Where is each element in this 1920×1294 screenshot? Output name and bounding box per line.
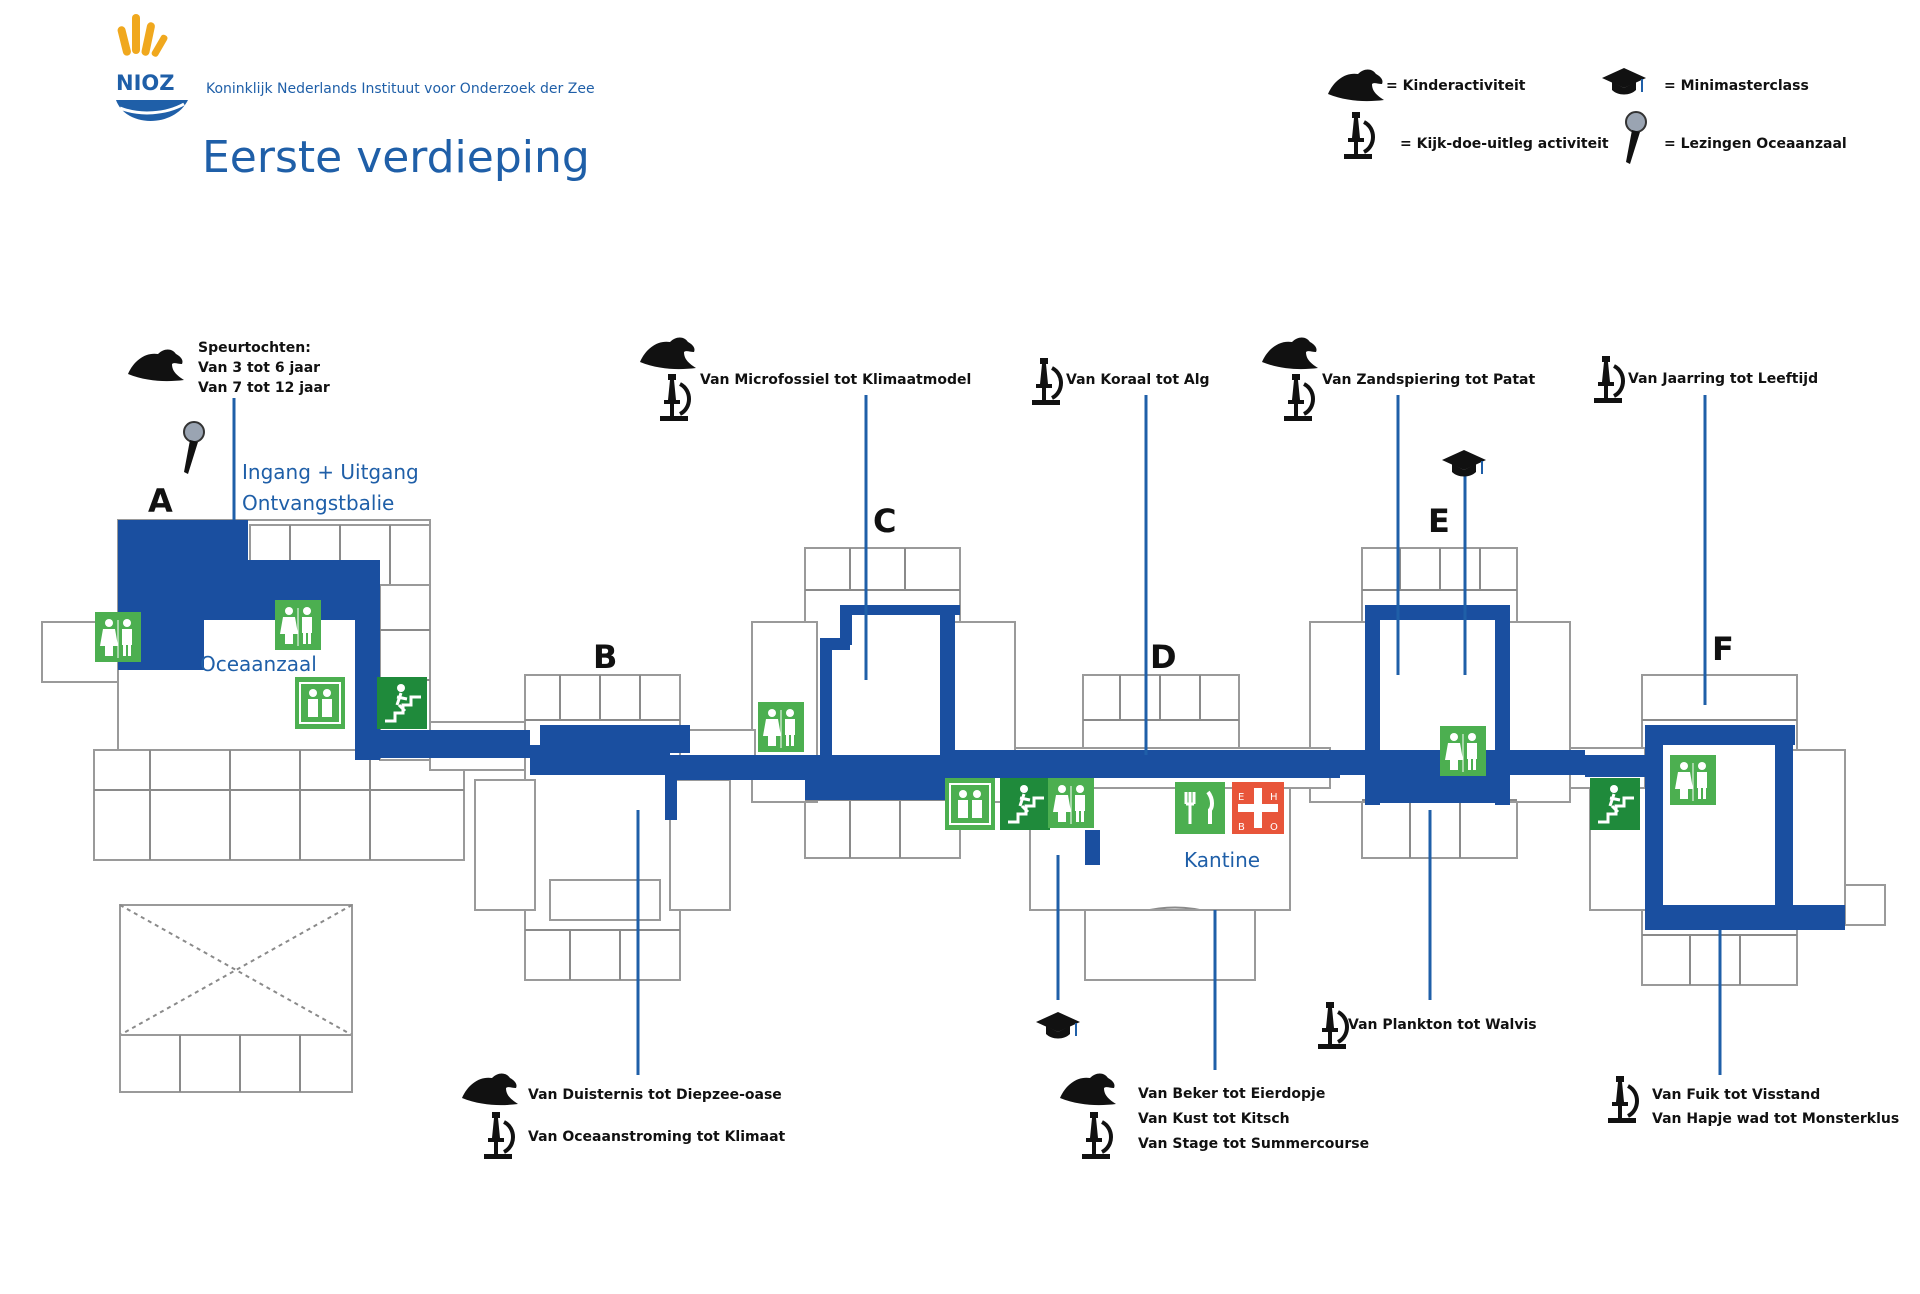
elevator-icon <box>944 777 996 831</box>
activity-text: Van Beker tot Eierdopje <box>1138 1086 1325 1102</box>
kantine-label: Kantine <box>1184 848 1260 872</box>
wing-e-label: E <box>1428 502 1450 540</box>
wing-c-label: C <box>873 502 896 540</box>
stairs-icon <box>998 776 1052 832</box>
activity-text: Van 3 tot 6 jaar <box>198 360 320 376</box>
wing-a-label: A <box>148 482 173 520</box>
activity-text: Van 7 tot 12 jaar <box>198 380 330 396</box>
toilet-icon <box>1439 725 1487 777</box>
legend-label: = Minimasterclass <box>1664 78 1809 94</box>
svg-text:O: O <box>1270 822 1278 833</box>
facility-signs: E H B O <box>94 599 1717 834</box>
first-aid-icon: E H B O <box>1232 782 1284 834</box>
microscope-icon <box>1030 356 1063 407</box>
legend: = Kinderactiviteit = Minimasterclass = K… <box>1328 67 1847 165</box>
activity-text: Van Koraal tot Alg <box>1066 372 1210 388</box>
leader-lines <box>232 395 1722 1075</box>
seal-icon <box>1262 337 1318 370</box>
nioz-logo: NIOZ <box>116 14 188 121</box>
seal-icon <box>640 337 696 370</box>
svg-text:B: B <box>1238 822 1245 833</box>
seal-icon <box>1328 69 1384 102</box>
toilet-icon <box>274 599 322 651</box>
legend-label: = Lezingen Oceaanzaal <box>1664 136 1847 152</box>
activity-text: Van Fuik tot Visstand <box>1652 1087 1820 1103</box>
activity-text: Van Stage tot Summercourse <box>1138 1136 1369 1152</box>
svg-text:H: H <box>1270 792 1278 803</box>
wing-f-label: F <box>1712 630 1734 668</box>
toilet-icon <box>757 701 805 753</box>
activity-text: Van Duisternis tot Diepzee-oase <box>528 1087 782 1103</box>
graduation-cap-icon <box>1601 67 1647 96</box>
microphone-icon <box>1625 111 1647 165</box>
activity-text: Van Hapje wad tot Monsterklus <box>1652 1111 1899 1127</box>
elevator-icon <box>294 676 346 730</box>
stairs-icon <box>1588 776 1642 832</box>
activity-text: Van Plankton tot Walvis <box>1348 1017 1537 1033</box>
seal-icon <box>1060 1073 1116 1106</box>
activity-text: Van Microfossiel tot Klimaatmodel <box>700 372 971 388</box>
wing-b-label: B <box>593 638 617 676</box>
toilet-icon <box>94 611 142 663</box>
microscope-icon <box>1282 372 1315 423</box>
microscope-icon <box>1592 354 1625 405</box>
entrance-label: Ingang + Uitgang <box>242 460 419 484</box>
seal-icon <box>462 1073 518 1106</box>
microphone-icon <box>183 421 205 475</box>
microscope-icon <box>1342 110 1375 161</box>
reception-label: Ontvangstbalie <box>242 491 394 515</box>
oceaanzaal-label: Oceaanzaal <box>200 652 317 676</box>
microscope-icon <box>1080 1110 1113 1161</box>
activity-text: Van Oceaanstroming tot Klimaat <box>528 1129 786 1145</box>
microscope-icon <box>482 1110 515 1161</box>
graduation-cap-icon <box>1441 449 1487 478</box>
wing-letters: A B C D E F <box>148 482 1734 676</box>
stairs-icon <box>375 675 429 731</box>
institute-name: Koninklijk Nederlands Instituut voor Ond… <box>206 81 595 97</box>
activity-text: Van Kust tot Kitsch <box>1138 1111 1290 1127</box>
svg-text:E: E <box>1238 792 1244 803</box>
toilet-icon <box>1047 777 1095 829</box>
activity-text: Van Zandspiering tot Patat <box>1322 372 1536 388</box>
logo-text: NIOZ <box>116 71 174 95</box>
microscope-icon <box>1316 1000 1349 1051</box>
legend-label: = Kinderactiviteit <box>1386 78 1526 94</box>
microscope-icon <box>658 372 691 423</box>
toilet-icon <box>1669 754 1717 806</box>
microscope-icon <box>1606 1074 1639 1125</box>
activity-text: Van Jaarring tot Leeftijd <box>1628 371 1818 387</box>
restaurant-icon <box>1175 782 1225 834</box>
legend-label: = Kijk-doe-uitleg activiteit <box>1400 136 1609 152</box>
activities: Speurtochten: Van 3 tot 6 jaar Van 7 tot… <box>128 337 1899 1161</box>
seal-icon <box>128 349 184 382</box>
wing-d-label: D <box>1150 638 1177 676</box>
activity-title: Speurtochten: <box>198 340 311 356</box>
page-title: Eerste verdieping <box>202 132 590 183</box>
graduation-cap-icon <box>1035 1011 1081 1040</box>
